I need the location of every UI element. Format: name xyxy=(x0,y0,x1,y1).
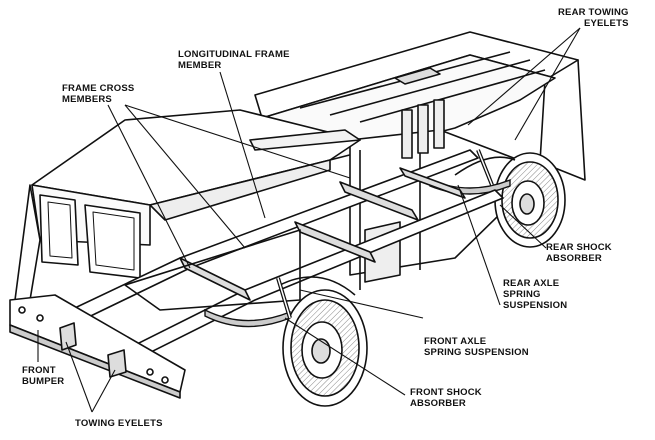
front-suspension xyxy=(204,277,292,328)
leader-lines xyxy=(37,27,581,413)
towing-eyelets-label: TOWING EYELETS xyxy=(75,418,163,429)
frame-cross-members-label: FRAME CROSS MEMBERS xyxy=(62,83,135,105)
front-axle-spring-suspension-label: FRONT AXLE SPRING SUSPENSION xyxy=(424,336,529,358)
front-bumper-part xyxy=(9,294,186,399)
longitudinal-frame-member-label: LONGITUDINAL FRAME MEMBER xyxy=(178,49,290,71)
front-shock-absorber-label: FRONT SHOCK ABSORBER xyxy=(410,387,482,409)
rear-wheel xyxy=(454,152,566,248)
rear-axle-spring-suspension-label: REAR AXLE SPRING SUSPENSION xyxy=(503,278,568,311)
cab xyxy=(14,109,361,301)
rear-towing-eyelets-label: REAR TOWING EYELETS xyxy=(558,7,629,29)
front-bumper-label: FRONT BUMPER xyxy=(22,365,65,387)
rear-shock-absorber-label: REAR SHOCK ABSORBER xyxy=(546,242,612,264)
front-wheel xyxy=(279,276,368,407)
